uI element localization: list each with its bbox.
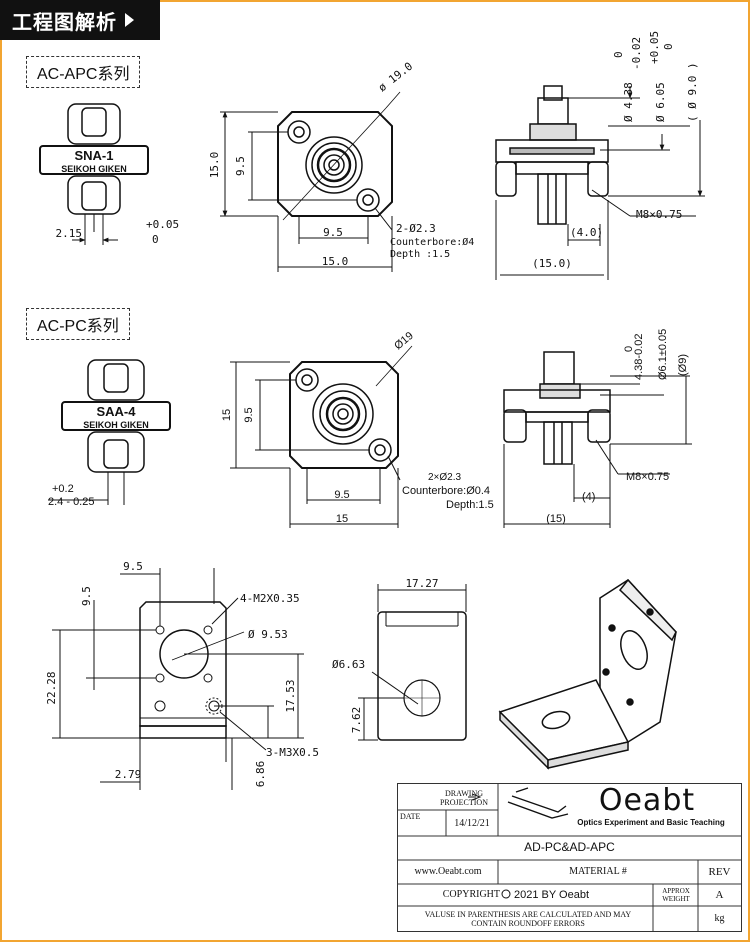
apc-side-dim-5: +0.05: [648, 31, 661, 64]
pc-depth: Depth:1.5: [446, 499, 494, 511]
header-tag: 工程图解析: [0, 0, 160, 40]
bracket-side-view: [377, 611, 467, 741]
pc-dim-h95: 9.5: [243, 407, 255, 422]
approx-weight-label: APPROX WEIGHT: [662, 886, 690, 903]
pc-tol-2: 2.4 - 0.25: [48, 496, 94, 508]
pc-dim-h15: 15: [221, 409, 233, 421]
bracket-front-view: [139, 601, 245, 739]
apc-side-dim-3: -0.02: [630, 37, 643, 70]
pc-dim-4: (4): [582, 491, 595, 503]
apc-counterbore: Counterbore:Ø4: [390, 236, 474, 248]
apc-dim-w15: 15.0: [322, 255, 349, 268]
parenthesis-note: VALUSE IN PARENTHESIS ARE CALCULATED AND…: [424, 909, 632, 928]
bracket-dim-95-top: 9.5: [123, 560, 143, 573]
apc-brand-text: SEIKOH GIKEN: [61, 164, 127, 174]
apc-holes: 2-Ø2.3: [396, 222, 436, 235]
bracket-dia-953: Ø 9.53: [248, 628, 288, 641]
apc-side-dim-1: Ø 4.38: [622, 82, 635, 122]
apc-side-dim-2: 0: [612, 51, 625, 58]
bracket-dim-2228: 22.28: [45, 671, 58, 704]
pc-thread: M8×0.75: [626, 471, 669, 483]
pc-holes: 2×Ø2.3: [428, 472, 462, 483]
drawing-projection-label: DRAWING PROJECTION: [439, 788, 488, 807]
bracket-front-dimensions: [52, 568, 304, 790]
pc-side-dim-3: Ø6.1±0.05: [657, 329, 669, 380]
pc-flange-dimensions: [230, 361, 401, 528]
apc-depth: Depth :1.5: [390, 249, 450, 260]
apc-connector-view: [39, 103, 149, 232]
apc-dim-length: 2.15: [56, 227, 83, 240]
pc-length-dimension: [48, 472, 125, 505]
pc-side-dimensions: [503, 375, 692, 528]
pc-side-dim-4: (Ø9): [677, 354, 689, 376]
bracket-isometric-view: [498, 578, 677, 770]
part-number: AD-PC&AD-APC: [524, 840, 615, 855]
pc-side-dim-1: 0: [623, 346, 635, 352]
apc-side-dim-4: Ø 6.05: [654, 82, 667, 122]
copyright-icon: [501, 889, 511, 899]
date-label: DATE: [400, 812, 421, 822]
bracket-side-dimensions: [358, 584, 467, 741]
bracket-dim-1753: 17.53: [284, 679, 297, 712]
rev-value: A: [715, 888, 724, 901]
pc-brand-text: SEIKOH GIKEN: [83, 420, 149, 430]
series-label-pc: AC-PC系列: [26, 308, 130, 340]
apc-tol-bottom: 0: [152, 233, 159, 246]
apc-tol-top: +0.05: [146, 218, 179, 231]
apc-flange-view: [277, 91, 401, 221]
pc-side-dim-2: 4.38-0.02: [633, 334, 645, 380]
apc-thread: M8×0.75: [636, 208, 682, 221]
bracket-dia-663: Ø6.63: [332, 658, 365, 671]
projection-icon: [468, 793, 482, 801]
play-arrow-icon: [125, 13, 134, 27]
apc-dim-h95: 9.5: [234, 156, 247, 176]
copyright-value: 2021 BY Oeabt: [514, 888, 590, 901]
oeabt-logo-mark: [507, 787, 569, 819]
apc-dim-15: (15.0): [532, 257, 572, 270]
pc-dia-flange: Ø19: [392, 330, 416, 353]
material-label: MATERIAL #: [569, 866, 627, 878]
pc-flange-view: [289, 345, 413, 469]
website: www.Oeabt.com: [414, 866, 482, 878]
bracket-dim-762: 7.62: [350, 707, 363, 734]
apc-side-section: [495, 85, 609, 225]
pc-counterbore: Counterbore:Ø0.4: [402, 485, 490, 497]
pc-dim-15: (15): [546, 513, 566, 525]
title-block: DRAWING PROJECTION DATE 14/12/21 Oeabt O…: [397, 783, 742, 932]
pc-dim-w15: 15: [336, 513, 348, 525]
series-label-apc: AC-APC系列: [26, 56, 141, 88]
date-value: 14/12/21: [454, 818, 490, 830]
apc-length-dimension: [72, 214, 118, 245]
title-block-grid: [398, 784, 741, 931]
bracket-dim-686: 6.86: [254, 761, 267, 788]
pc-tol-1: +0.2: [52, 483, 74, 495]
apc-side-dim-6: 0: [662, 43, 675, 50]
apc-dim-4: (4.0): [570, 226, 603, 239]
pc-connector-view: [61, 359, 171, 473]
bracket-dim-1727: 17.27: [405, 577, 438, 590]
pc-body-label: SAA-4: [96, 404, 136, 419]
bracket-dim-95-left: 9.5: [80, 586, 93, 606]
pc-dim-w95: 9.5: [334, 489, 349, 501]
brand-tagline: Optics Experiment and Basic Teaching: [577, 818, 725, 828]
bracket-dim-279: 2.79: [115, 768, 142, 781]
brand-logo: Oeabt: [598, 782, 696, 818]
apc-body-label: SNA-1: [74, 148, 113, 163]
rev-label: REV: [708, 865, 731, 878]
apc-dim-h15: 15.0: [208, 152, 221, 179]
apc-dim-w95: 9.5: [323, 226, 343, 239]
copyright-label: COPYRIGHT: [442, 889, 500, 901]
weight-unit: kg: [714, 912, 725, 924]
apc-side-dim-7: ( Ø 9.0 ): [686, 62, 699, 122]
bracket-holes-m3: 3-M3X0.5: [266, 746, 319, 759]
bracket-holes-m2: 4-M2X0.35: [240, 592, 300, 605]
apc-flange-dimensions: [220, 111, 393, 272]
header-title: 工程图解析: [12, 11, 117, 34]
pc-side-section: [503, 351, 611, 465]
apc-side-dimensions: [495, 86, 705, 280]
apc-dia-flange: ø 19.0: [376, 60, 415, 95]
